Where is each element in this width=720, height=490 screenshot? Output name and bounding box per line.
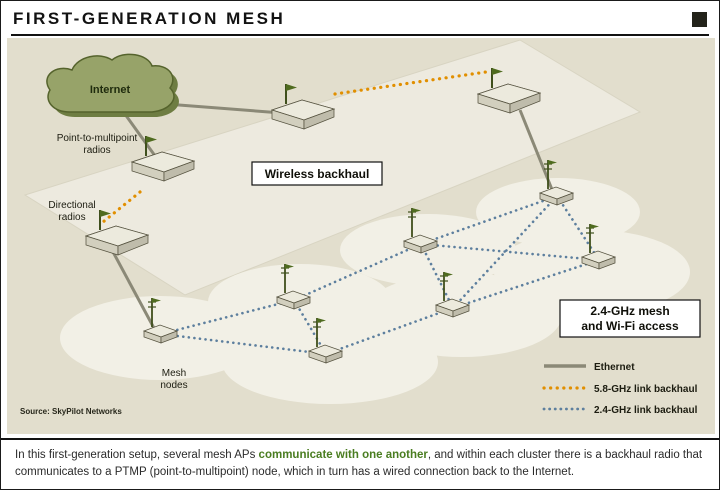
svg-text:Mesh: Mesh bbox=[162, 368, 186, 379]
caption-highlight: communicate with one another bbox=[258, 448, 428, 461]
header: FIRST-GENERATION MESH bbox=[1, 1, 719, 34]
link-58ghz-group bbox=[101, 70, 488, 224]
svg-text:2.4-GHz mesh: 2.4-GHz mesh bbox=[590, 304, 669, 318]
coverage-ellipse bbox=[476, 178, 640, 246]
network-diagram: Internet Point-to-multipoint radios Dire… bbox=[7, 38, 715, 434]
svg-text:Directional: Directional bbox=[48, 200, 95, 211]
mesh-nodes-label: Mesh nodes bbox=[160, 368, 187, 391]
wireless-backhaul-callout: Wireless backhaul bbox=[251, 161, 383, 186]
title-rule bbox=[11, 34, 709, 36]
internet-label: Internet bbox=[90, 84, 131, 96]
legend: Ethernet 5.8-GHz link backhaul 2.4-GHz l… bbox=[542, 362, 698, 416]
caption-part2: , and within each cluster there is a bac… bbox=[15, 448, 703, 478]
svg-text:radios: radios bbox=[83, 145, 110, 156]
diagram-canvas: Internet Point-to-multipoint radios Dire… bbox=[7, 38, 715, 434]
coverage-ellipse bbox=[494, 230, 690, 314]
link-58ghz-ptmp-directional bbox=[101, 190, 142, 224]
link-24ghz-mesh-group bbox=[159, 194, 601, 356]
ethernet-link-directional-node bbox=[110, 249, 157, 331]
page-title: FIRST-GENERATION MESH bbox=[13, 9, 286, 28]
mesh-access-callout: 2.4-GHz mesh and Wi-Fi access bbox=[559, 299, 701, 338]
mesh-access-box bbox=[559, 299, 701, 338]
svg-text:nodes: nodes bbox=[160, 380, 187, 391]
caption-part1: In this first-generation setup, several … bbox=[15, 448, 259, 461]
source-credit: Source: SkyPilot Networks bbox=[20, 407, 122, 416]
caption: In this first-generation setup, several … bbox=[1, 437, 719, 489]
ptmp-label: Point-to-multipoint radios bbox=[57, 133, 138, 156]
legend-24ghz-label: 2.4-GHz link backhaul bbox=[594, 405, 698, 416]
legend-58ghz-label: 5.8-GHz link backhaul bbox=[594, 384, 698, 395]
internet-cloud: Internet bbox=[46, 53, 179, 117]
legend-ethernet-label: Ethernet bbox=[594, 362, 635, 373]
svg-text:and Wi-Fi access: and Wi-Fi access bbox=[581, 319, 679, 333]
svg-text:Point-to-multipoint: Point-to-multipoint bbox=[57, 133, 138, 144]
cloud-shape bbox=[46, 53, 175, 113]
svg-text:Wireless backhaul: Wireless backhaul bbox=[265, 167, 370, 181]
directional-label: Directional radios bbox=[48, 200, 95, 223]
wireless-backhaul-box bbox=[251, 161, 383, 186]
svg-text:radios: radios bbox=[58, 212, 85, 223]
ethernet-link-cloud-ptmp bbox=[120, 109, 160, 161]
link-58ghz-backhaul bbox=[333, 70, 488, 96]
title-square-decoration bbox=[692, 11, 707, 27]
